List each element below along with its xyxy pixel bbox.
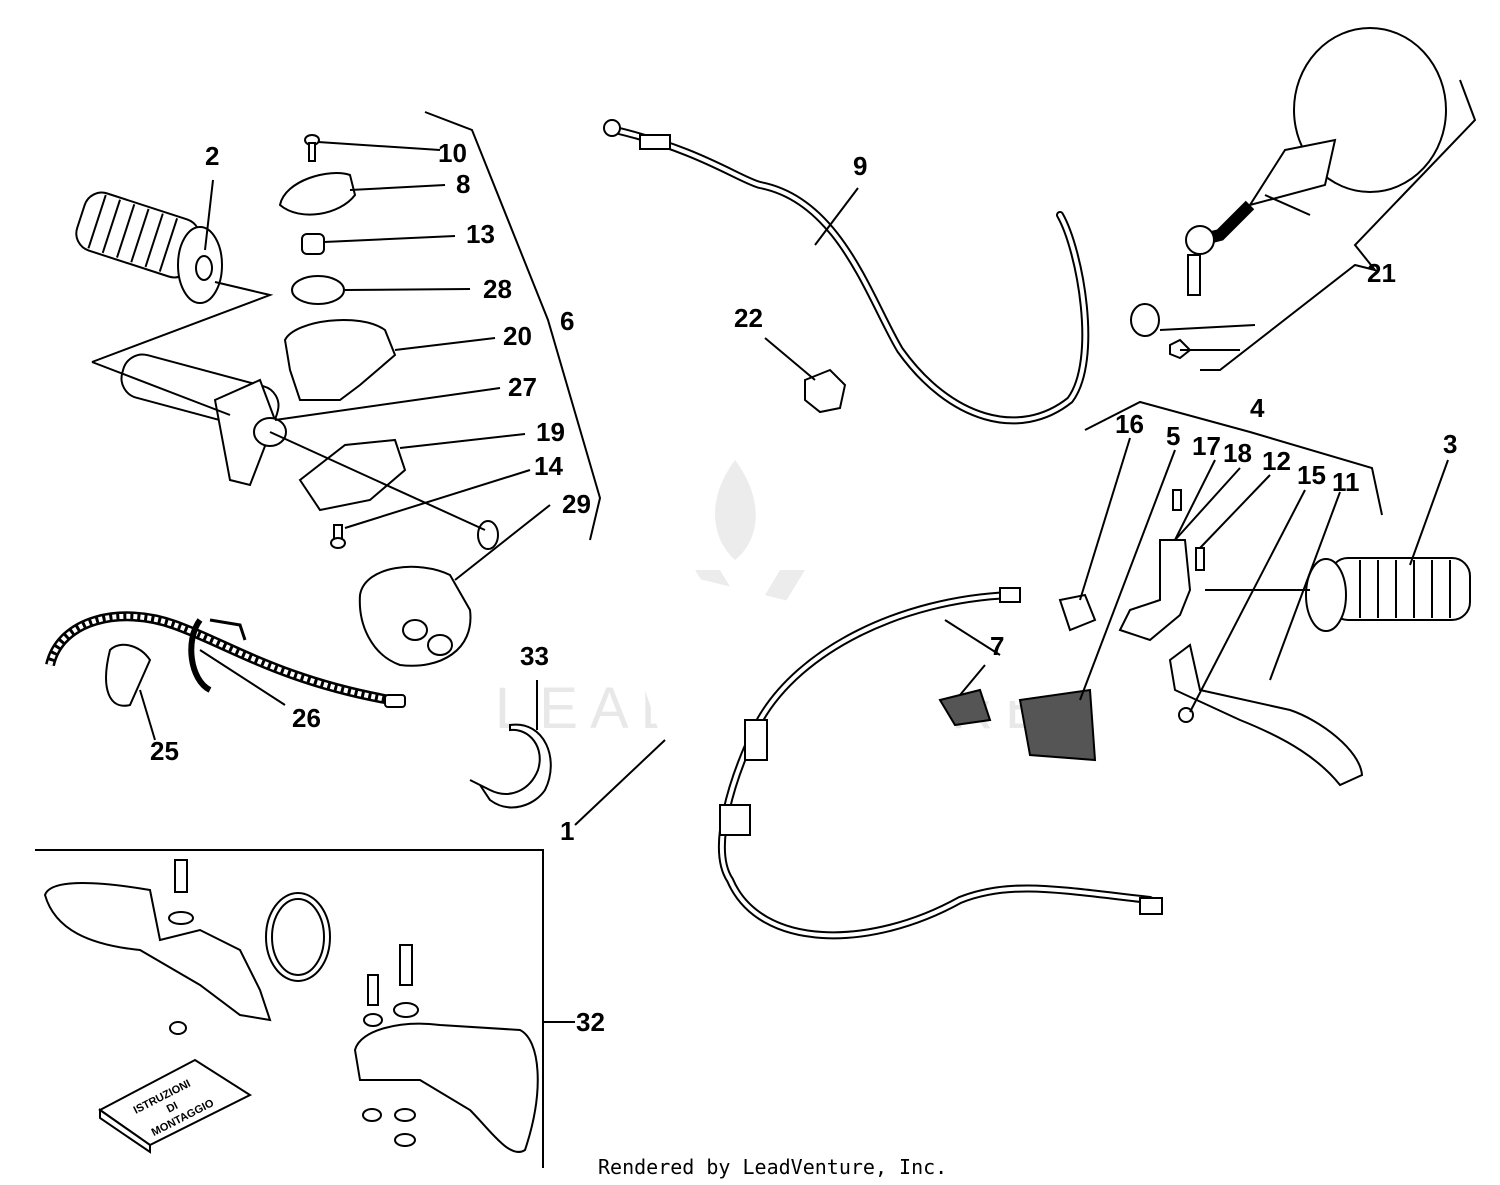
callout-21: 21 [1367, 258, 1396, 288]
footer-credit: Rendered by LeadVenture, Inc. [598, 1155, 947, 1179]
screw-12 [1195, 547, 1205, 571]
callout-3: 3 [1443, 429, 1457, 459]
callout-8: 8 [456, 169, 470, 199]
screw-10 [304, 134, 320, 162]
grommet-28 [291, 275, 345, 305]
callout-32: 32 [576, 1007, 605, 1037]
callout-26: 26 [292, 703, 321, 733]
cable-7 [717, 587, 1163, 940]
callout-5: 5 [1166, 421, 1180, 451]
switch-housing-29 [358, 565, 472, 667]
callout-16: 16 [1115, 409, 1144, 439]
callout-9: 9 [853, 151, 867, 181]
callout-1: 1 [560, 816, 574, 846]
callout-22: 22 [734, 303, 763, 333]
clamp-33 [469, 723, 552, 809]
right-grip [1305, 557, 1471, 632]
callout-20: 20 [503, 321, 532, 351]
callout-29: 29 [562, 489, 591, 519]
callout-27: 27 [508, 372, 537, 402]
handlebar [476, 514, 1150, 793]
throttle-housing-upper-20 [283, 319, 397, 401]
part-22 [804, 368, 847, 414]
callout-2: 2 [205, 141, 219, 171]
bushing-13 [301, 233, 325, 255]
screw-17 [1172, 489, 1182, 511]
callout-12: 12 [1262, 446, 1291, 476]
callout-4: 4 [1250, 393, 1265, 423]
callout-14: 14 [534, 451, 563, 481]
callout-25: 25 [150, 736, 179, 766]
callout-labels: 2 10 8 13 28 6 20 27 19 14 29 33 26 25 1… [150, 138, 1457, 1037]
lever-11 [1168, 643, 1364, 787]
callout-11: 11 [1332, 467, 1360, 497]
callout-17: 17 [1192, 431, 1221, 461]
callout-19: 19 [536, 417, 565, 447]
booklet-line2: DI [165, 1100, 180, 1116]
left-grip [75, 191, 223, 304]
kit-32-box: ISTRUZIONI DI MONTAGGIO [35, 849, 575, 1168]
throttle-tube [120, 353, 287, 487]
callout-15: 15 [1297, 460, 1326, 490]
throttle-housing-lower-19 [298, 438, 407, 512]
fitting-16 [1058, 593, 1097, 632]
callout-13: 13 [466, 219, 495, 249]
callout-33: 33 [520, 641, 549, 671]
callout-18: 18 [1223, 438, 1252, 468]
callout-28: 28 [483, 274, 512, 304]
right-switch-block [938, 688, 1097, 762]
screw-14 [330, 524, 346, 549]
kill-switch-wire-25-26 [45, 611, 406, 708]
leader-lines [91, 79, 1477, 826]
lever-bracket-5 [1118, 539, 1192, 642]
cover-8 [278, 172, 357, 216]
instruction-booklet: ISTRUZIONI DI MONTAGGIO [98, 1058, 253, 1154]
callout-10: 10 [438, 138, 467, 168]
mirror-21 [1130, 27, 1447, 360]
callout-7: 7 [990, 631, 1004, 661]
cable-9 [603, 119, 1090, 425]
callout-6: 6 [560, 306, 574, 336]
